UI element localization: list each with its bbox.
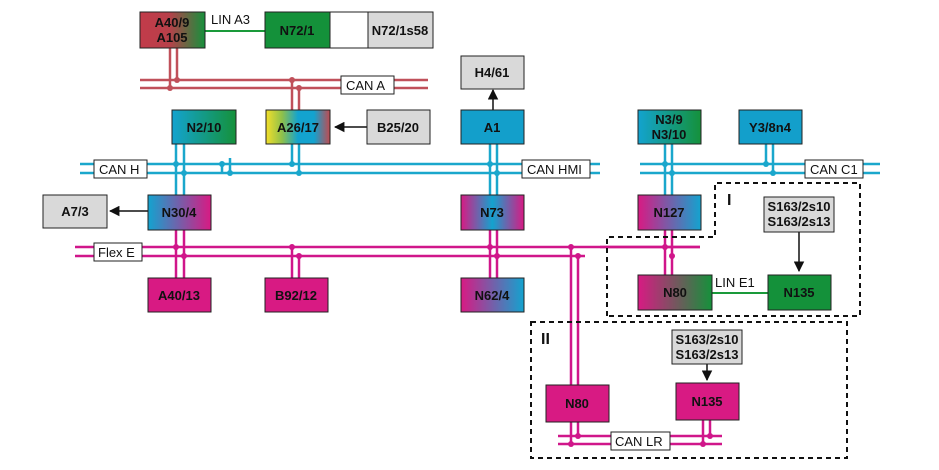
svg-text:N72/1s58: N72/1s58	[372, 23, 428, 38]
node-n80-bottom[interactable]: N80	[545, 384, 610, 423]
node-h4-61[interactable]: H4/61	[460, 55, 525, 90]
region-1-label: I	[727, 192, 731, 209]
node-b92-12[interactable]: B92/12	[264, 277, 329, 313]
flex-e-label: Flex E	[93, 242, 143, 262]
region-2-border	[530, 321, 848, 459]
can-lr-label: CAN LR	[610, 431, 671, 451]
svg-text:N127: N127	[653, 205, 684, 220]
node-a40-13[interactable]: A40/13	[147, 277, 212, 313]
svg-text:CAN HMI: CAN HMI	[527, 162, 582, 177]
svg-text:N73: N73	[480, 205, 504, 220]
svg-text:N135: N135	[783, 285, 814, 300]
node-s163-bottom[interactable]: S163/2s10 S163/2s13	[671, 329, 743, 365]
svg-text:CAN LR: CAN LR	[615, 434, 663, 449]
svg-text:N3/9: N3/9	[655, 112, 682, 127]
svg-text:N2/10: N2/10	[187, 120, 222, 135]
node-n135-bottom[interactable]: N135	[675, 382, 740, 421]
node-n2-10[interactable]: N2/10	[171, 109, 237, 145]
svg-text:N30/4: N30/4	[162, 205, 197, 220]
svg-text:N72/1: N72/1	[280, 23, 315, 38]
svg-text:H4/61: H4/61	[475, 65, 510, 80]
node-a7-3[interactable]: A7/3	[42, 194, 108, 229]
svg-text:CAN A: CAN A	[346, 78, 385, 93]
region-2-label: II	[541, 331, 550, 348]
node-a26-17[interactable]: A26/17	[265, 109, 331, 145]
node-n127[interactable]: N127	[637, 194, 702, 231]
svg-text:A105: A105	[156, 30, 187, 45]
can-hmi-label: CAN HMI	[521, 159, 591, 179]
node-n30-4[interactable]: N30/4	[147, 194, 212, 231]
svg-text:CAN C1: CAN C1	[810, 162, 858, 177]
svg-text:B92/12: B92/12	[275, 288, 317, 303]
svg-text:S163/2s13: S163/2s13	[676, 347, 739, 362]
svg-text:A40/13: A40/13	[158, 288, 200, 303]
flex-e-bus	[75, 230, 722, 446]
node-n3-9-n3-10[interactable]: N3/9 N3/10	[637, 109, 702, 145]
node-n72-1s58[interactable]: N72/1s58	[367, 11, 434, 49]
svg-text:CAN H: CAN H	[99, 162, 139, 177]
node-n135-top[interactable]: N135	[767, 274, 832, 311]
node-n80-top[interactable]: N80	[637, 274, 713, 311]
can-h-label: CAN H	[93, 159, 148, 179]
svg-text:A1: A1	[484, 120, 501, 135]
node-n73[interactable]: N73	[460, 194, 525, 231]
svg-text:N80: N80	[565, 396, 589, 411]
svg-text:N135: N135	[691, 394, 722, 409]
svg-text:N80: N80	[663, 285, 687, 300]
node-n62-4[interactable]: N62/4	[460, 277, 525, 313]
svg-text:S163/2s10: S163/2s10	[676, 332, 739, 347]
svg-text:A40/9: A40/9	[155, 15, 190, 30]
svg-text:A7/3: A7/3	[61, 204, 88, 219]
node-s163-top[interactable]: S163/2s10 S163/2s13	[763, 196, 835, 233]
node-n72-1[interactable]: N72/1	[264, 11, 331, 49]
node-y3-8n4[interactable]: Y3/8n4	[738, 109, 803, 145]
node-a40-9-a105[interactable]: A40/9 A105	[139, 11, 206, 49]
can-a-label: CAN A	[340, 75, 395, 95]
svg-text:Y3/8n4: Y3/8n4	[749, 120, 792, 135]
svg-text:N3/10: N3/10	[652, 127, 687, 142]
node-b25-20[interactable]: B25/20	[366, 109, 431, 145]
svg-text:S163/2s10: S163/2s10	[768, 199, 831, 214]
svg-text:S163/2s13: S163/2s13	[768, 214, 831, 229]
lin-a3-label: LIN A3	[211, 12, 250, 27]
can-h-bus	[80, 144, 880, 195]
lin-e1-label: LIN E1	[715, 275, 755, 290]
svg-text:N62/4: N62/4	[475, 288, 510, 303]
svg-text:Flex E: Flex E	[98, 245, 135, 260]
node-a1[interactable]: A1	[460, 109, 525, 145]
can-c1-label: CAN C1	[804, 159, 864, 179]
svg-text:B25/20: B25/20	[377, 120, 419, 135]
svg-text:A26/17: A26/17	[277, 120, 319, 135]
